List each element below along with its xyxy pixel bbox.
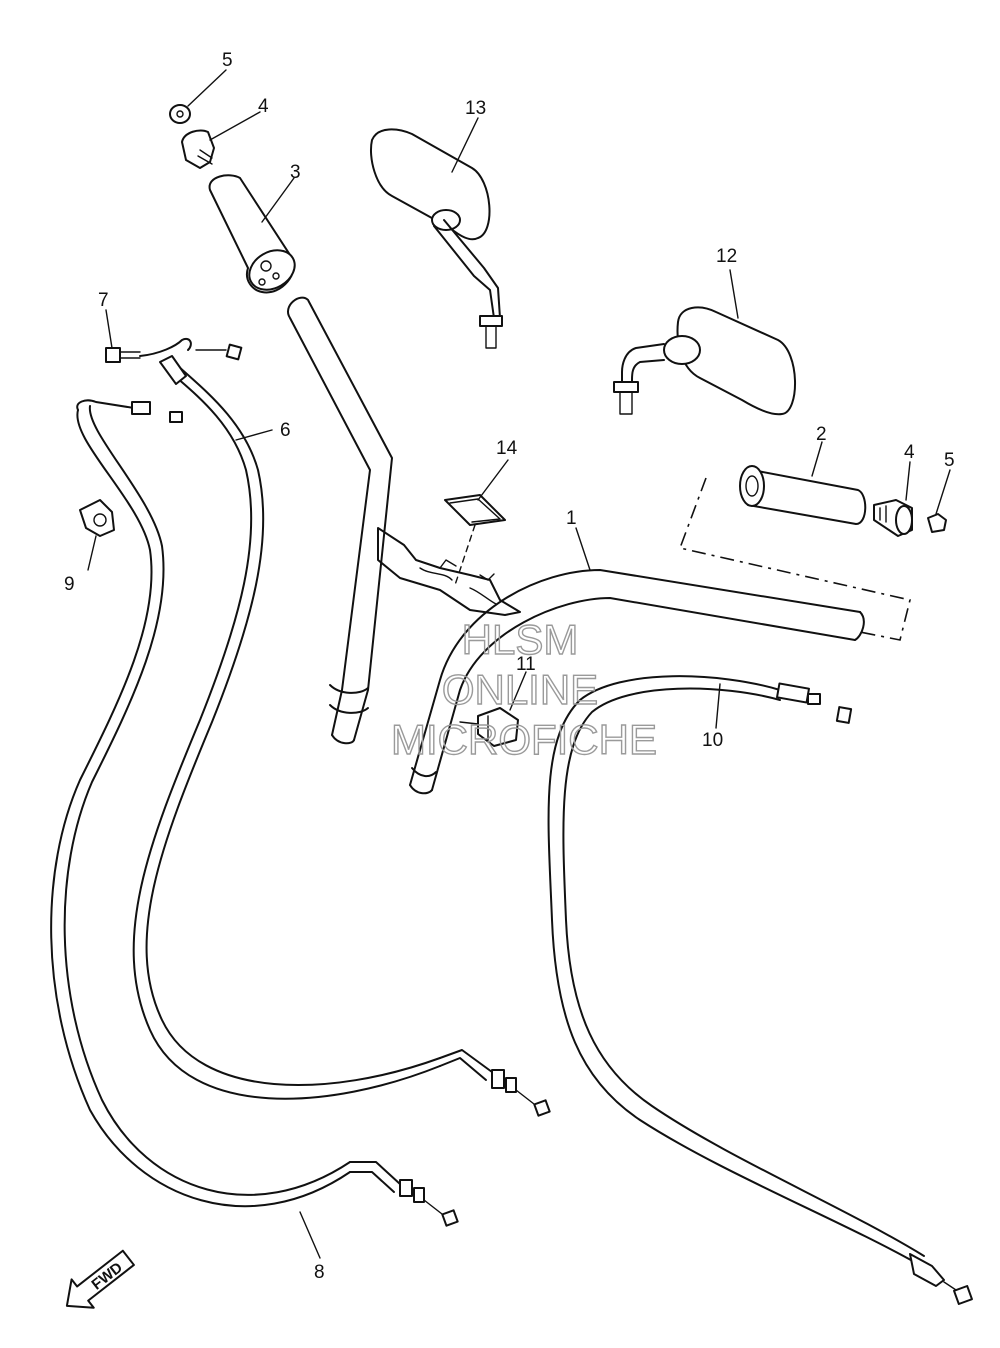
callout-7: 7: [98, 290, 109, 311]
cable-junction[interactable]: [139, 338, 243, 385]
callout-6: 6: [280, 420, 291, 441]
mirror-right[interactable]: [613, 306, 797, 416]
grip-end-left[interactable]: [181, 129, 215, 169]
clutch-cable[interactable]: [547, 675, 973, 1305]
callout-1: 1: [566, 508, 577, 529]
nut-left[interactable]: [169, 104, 191, 124]
watermark: HLSM ONLINE MICROFICHE: [390, 615, 657, 763]
throttle-cable-6[interactable]: [132, 365, 551, 1117]
grip-right[interactable]: [739, 465, 867, 525]
callout-11: 11: [516, 654, 536, 675]
callout-14: 14: [496, 438, 518, 459]
callout-5-right: 5: [944, 450, 955, 471]
callout-4-right: 4: [904, 442, 915, 463]
callout-4-top: 4: [258, 96, 269, 117]
fwd-arrow-icon: FWD: [65, 1249, 135, 1309]
nut-right[interactable]: [927, 513, 947, 533]
callout-3: 3: [290, 162, 301, 183]
switch-clamp[interactable]: [459, 707, 519, 747]
callout-8: 8: [314, 1262, 325, 1283]
watermark-line-2: ONLINE: [442, 666, 598, 713]
assembly-line-right: [678, 477, 911, 641]
callout-numbers: 5 4 3 13 12 7 6 9 14 1 2 4 5 11 10 8: [64, 50, 955, 1283]
label-plate[interactable]: [444, 494, 506, 586]
callout-10: 10: [702, 730, 723, 751]
throttle-cable-8[interactable]: [50, 399, 459, 1227]
grip-end-right[interactable]: [873, 499, 913, 537]
bolt[interactable]: [105, 347, 141, 363]
cable-clamp[interactable]: [79, 499, 115, 537]
leader-lines: [87, 69, 951, 1259]
callout-5-top: 5: [222, 50, 233, 71]
callout-9: 9: [64, 574, 75, 595]
grip-left[interactable]: [208, 174, 302, 297]
handlebar-bracket[interactable]: [377, 527, 521, 616]
callout-2: 2: [816, 424, 827, 445]
callout-13: 13: [465, 98, 486, 119]
mirror-left[interactable]: [370, 128, 503, 349]
watermark-line-1: HLSM: [462, 616, 579, 663]
watermark-line-3: MICROFICHE: [391, 716, 657, 763]
callout-12: 12: [716, 246, 737, 267]
handlebar[interactable]: [287, 296, 865, 795]
